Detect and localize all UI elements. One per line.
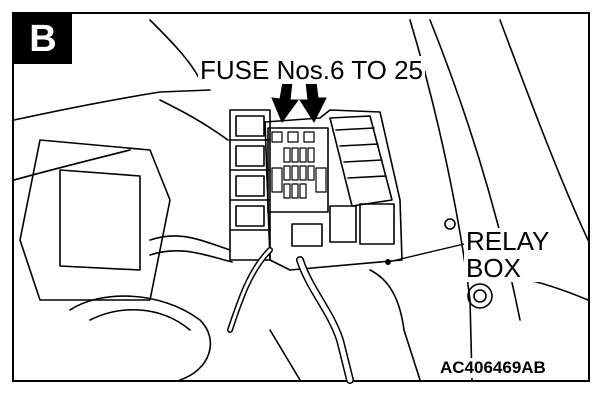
- relay-box-label: RELAY BOX: [464, 226, 552, 283]
- diagram-frame: [12, 12, 590, 382]
- bolt-outer: [467, 283, 493, 309]
- body-panel-left-lower: [13, 149, 131, 181]
- relay-label-line2: BOX: [466, 253, 521, 283]
- fuse-label: FUSE Nos.6 TO 25: [198, 55, 426, 85]
- relay-box-lid: [329, 115, 393, 207]
- section-badge: B: [14, 14, 72, 64]
- connector-2: [359, 203, 395, 245]
- body-panel-left: [13, 89, 211, 121]
- left-component-detail: [59, 169, 141, 271]
- wire-1: [149, 235, 231, 251]
- lower-bracket-2: [269, 329, 301, 381]
- connector-3: [291, 223, 323, 247]
- wire-3: [159, 99, 229, 141]
- mount-bolt: [444, 218, 456, 230]
- arrow-left: [271, 81, 299, 124]
- harness-branch: [227, 247, 273, 333]
- left-ring: [69, 295, 212, 381]
- fuse-column: [229, 109, 271, 261]
- connector-1: [329, 205, 357, 243]
- wire-2: [149, 249, 233, 263]
- relay-label-line1: RELAY: [466, 226, 550, 256]
- lower-bracket: [369, 269, 421, 381]
- relay-box-body: [264, 109, 403, 271]
- figure-code: AC406469AB: [438, 358, 548, 378]
- fuse-arrows: [271, 81, 327, 124]
- right-edge-line: [499, 19, 589, 241]
- arrow-right: [299, 81, 327, 124]
- left-component: [19, 139, 171, 301]
- upper-left-structure: [149, 19, 201, 81]
- fuse-panel: [267, 127, 329, 213]
- relay-leader-line: [387, 243, 465, 263]
- relay-leader-dot: [385, 259, 391, 265]
- left-ring-inner: [89, 308, 191, 331]
- bolt-inner: [473, 289, 487, 303]
